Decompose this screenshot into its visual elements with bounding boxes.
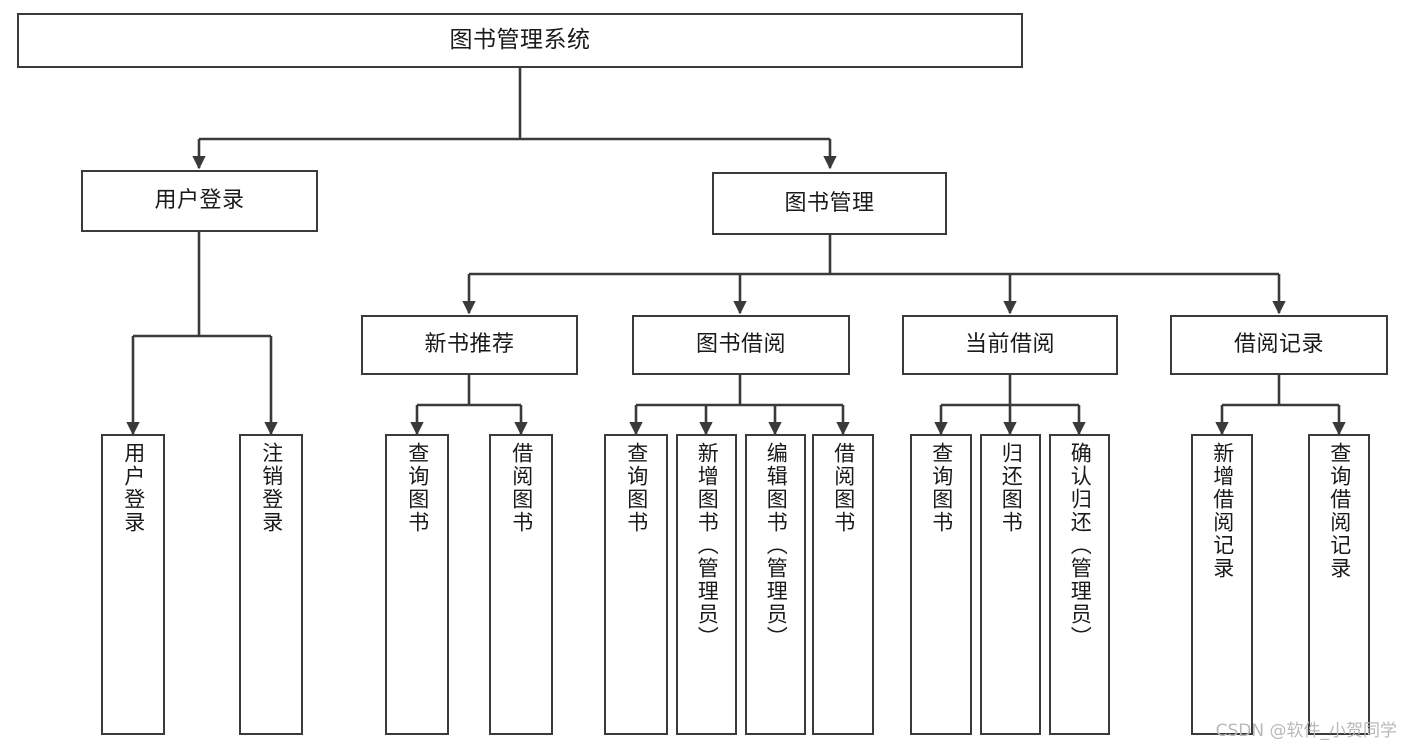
leaf-add-borrow-record[interactable]: 新增借阅记录: [1191, 434, 1253, 735]
node-label: 归还图书: [999, 442, 1024, 534]
node-book-borrow[interactable]: 图书借阅: [632, 315, 850, 375]
leaf-query-book-borrow[interactable]: 查询图书: [604, 434, 668, 735]
node-label: 编辑图书（管理员）: [764, 442, 789, 649]
leaf-query-borrow-record[interactable]: 查询借阅记录: [1308, 434, 1370, 735]
leaf-query-book-current[interactable]: 查询图书: [910, 434, 972, 735]
node-label: 当前借阅: [964, 332, 1055, 357]
node-user-login[interactable]: 用户登录: [81, 170, 318, 232]
leaf-logout-login[interactable]: 注销登录: [239, 434, 303, 735]
node-label: 借阅记录: [1233, 332, 1324, 357]
leaf-add-book-admin[interactable]: 新增图书（管理员）: [676, 434, 737, 735]
leaf-edit-book-admin[interactable]: 编辑图书（管理员）: [745, 434, 806, 735]
leaf-query-book-recommend[interactable]: 查询图书: [385, 434, 449, 735]
node-root-book-management-system[interactable]: 图书管理系统: [17, 13, 1023, 68]
leaf-borrow-book-borrow[interactable]: 借阅图书: [812, 434, 874, 735]
node-label: 查询图书: [929, 442, 954, 534]
csdn-watermark: CSDN @软件_小贺同学: [1215, 721, 1397, 741]
node-label: 借阅图书: [831, 442, 856, 534]
node-label: 图书借阅: [695, 332, 786, 357]
node-label: 新书推荐: [424, 332, 515, 357]
node-current-borrow[interactable]: 当前借阅: [902, 315, 1118, 375]
node-label: 用户登录: [154, 188, 245, 213]
leaf-borrow-book-recommend[interactable]: 借阅图书: [489, 434, 553, 735]
node-label: 借阅图书: [509, 442, 534, 534]
node-label: 查询图书: [405, 442, 430, 534]
node-label: 确认归还（管理员）: [1068, 442, 1093, 649]
node-label: 注销登录: [259, 442, 284, 534]
node-label: 新增图书（管理员）: [695, 442, 720, 649]
leaf-confirm-return-admin[interactable]: 确认归还（管理员）: [1049, 434, 1110, 735]
node-book-management[interactable]: 图书管理: [712, 172, 947, 235]
node-borrow-record[interactable]: 借阅记录: [1170, 315, 1388, 375]
node-label: 用户登录: [121, 442, 146, 534]
node-label: 图书管理: [784, 190, 875, 216]
leaf-return-book[interactable]: 归还图书: [980, 434, 1041, 735]
node-label: 查询图书: [624, 442, 649, 534]
node-label: 图书管理系统: [449, 27, 591, 53]
node-new-book-recommend[interactable]: 新书推荐: [361, 315, 578, 375]
node-label: 查询借阅记录: [1327, 442, 1352, 580]
node-label: 新增借阅记录: [1210, 442, 1235, 580]
leaf-user-login[interactable]: 用户登录: [101, 434, 165, 735]
